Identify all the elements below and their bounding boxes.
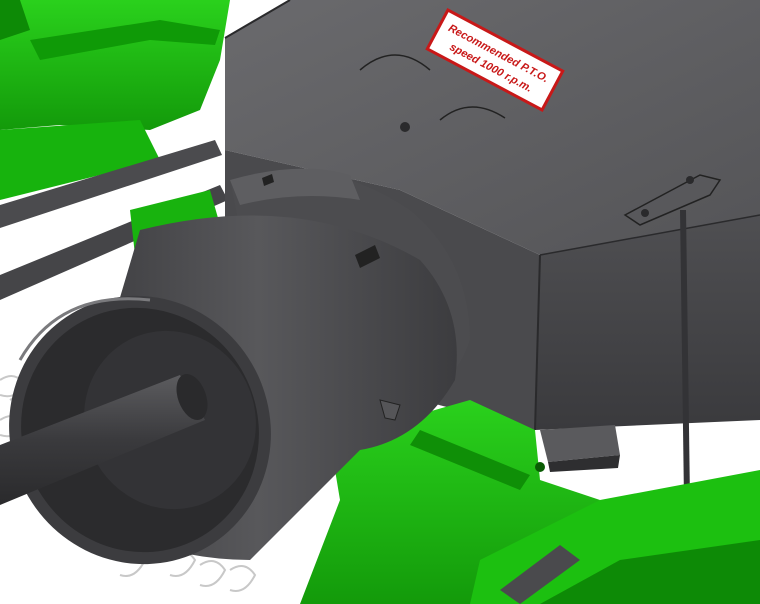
- decal-border: [425, 8, 565, 112]
- tractor-frame-left: [0, 0, 230, 200]
- tractor-frame-lower: [300, 400, 760, 604]
- drive-shaft: [0, 373, 208, 505]
